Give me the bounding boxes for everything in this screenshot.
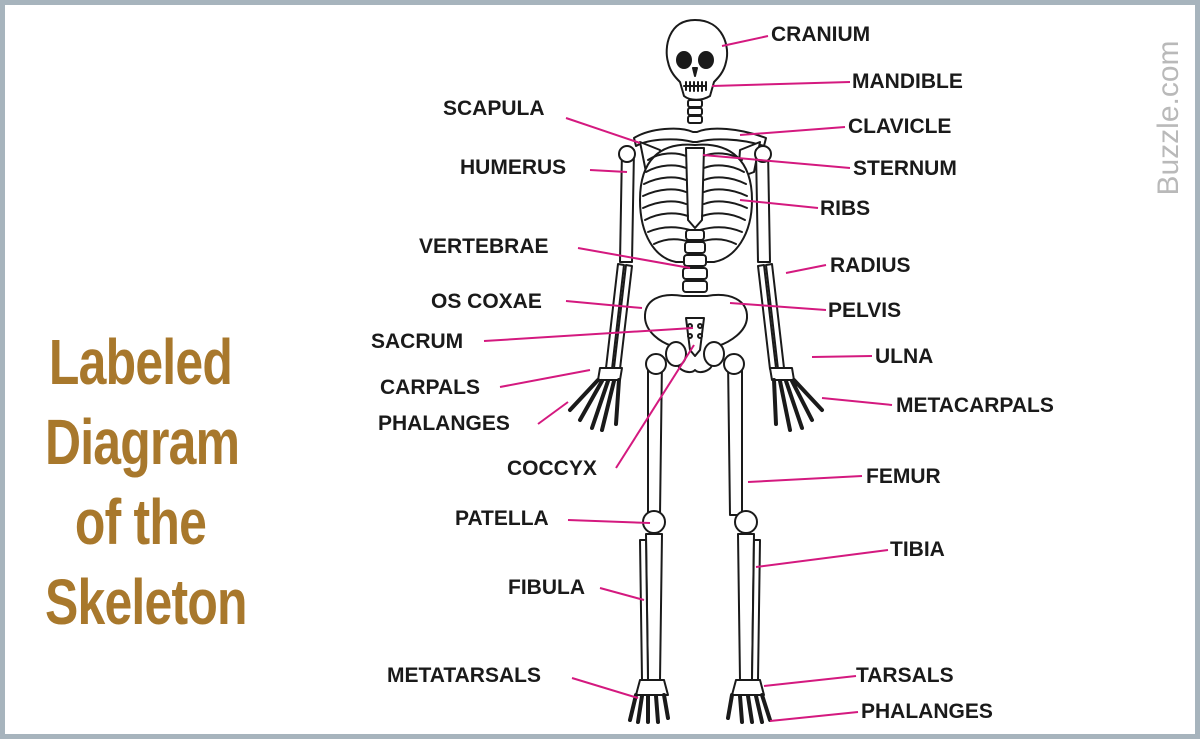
leader-cranium: [721, 35, 769, 47]
leader-metatarsals: [571, 677, 639, 699]
label-tarsals: TARSALS: [856, 664, 954, 687]
leader-radius: [785, 264, 827, 274]
leader-os-coxae: [565, 300, 643, 309]
leader-sacrum: [483, 327, 694, 342]
title-line-3: of the: [74, 486, 207, 558]
leader-clavicle: [739, 126, 846, 136]
label-pelvis: PELVIS: [828, 299, 902, 322]
label-os-coxae: OS COXAE: [431, 290, 542, 313]
left-arm: [568, 145, 636, 432]
label-carpals: CARPALS: [380, 376, 480, 399]
label-metatarsals: METATARSALS: [387, 664, 541, 687]
rib-cage: [639, 143, 753, 263]
leader-metacarpals: [821, 397, 893, 406]
label-humerus: HUMERUS: [460, 156, 567, 179]
leader-phalanges-hand: [537, 401, 569, 425]
leader-ulna: [811, 355, 873, 358]
leader-sternum: [702, 154, 851, 169]
label-femur: FEMUR: [866, 465, 941, 488]
title-line-2: Diagram: [44, 406, 240, 478]
leader-fibula: [599, 587, 645, 601]
cervical-spine: [687, 99, 703, 124]
label-radius: RADIUS: [830, 254, 911, 277]
label-ribs: RIBS: [820, 197, 871, 220]
label-vertebrae: VERTEBRAE: [419, 235, 549, 258]
leader-patella: [567, 519, 651, 524]
label-phalanges-hand: PHALANGES: [378, 412, 510, 435]
label-fibula: FIBULA: [508, 576, 585, 599]
leader-tarsals: [763, 675, 857, 687]
leader-humerus: [589, 169, 628, 173]
label-clavicle: CLAVICLE: [848, 115, 952, 138]
label-tibia: TIBIA: [890, 538, 945, 561]
skull: [665, 19, 729, 101]
label-ulna: ULNA: [875, 345, 934, 368]
label-patella: PATELLA: [455, 507, 549, 530]
leader-lines: [483, 35, 893, 722]
label-coccyx: COCCYX: [507, 457, 597, 480]
pelvis-illustration: [643, 294, 749, 374]
title-line-1: Labeled: [48, 326, 233, 398]
left-leg: [628, 353, 670, 724]
label-cranium: CRANIUM: [771, 23, 871, 46]
right-arm: [754, 145, 824, 432]
leader-carpals: [499, 369, 591, 388]
label-metacarpals: METACARPALS: [896, 394, 1054, 417]
label-scapula: SCAPULA: [443, 97, 545, 120]
lumbar-spine: [682, 229, 708, 293]
leader-mandible: [711, 81, 851, 87]
diagram-title: Labeled Diagram of the Skeleton: [44, 322, 248, 642]
leader-pelvis: [729, 302, 827, 311]
right-leg: [723, 353, 772, 724]
leader-femur: [747, 475, 863, 483]
label-sacrum: SACRUM: [371, 330, 464, 353]
title-line-4: Skeleton: [44, 566, 248, 638]
leader-scapula: [565, 117, 641, 144]
leader-vertebrae: [577, 247, 691, 269]
label-sternum: STERNUM: [853, 157, 957, 180]
leader-tibia: [755, 549, 889, 568]
leader-coccyx: [615, 344, 695, 469]
leader-ribs: [739, 199, 819, 209]
leader-phalanges-foot: [769, 711, 859, 722]
label-mandible: MANDIBLE: [852, 70, 963, 93]
label-phalanges-foot: PHALANGES: [861, 700, 993, 723]
